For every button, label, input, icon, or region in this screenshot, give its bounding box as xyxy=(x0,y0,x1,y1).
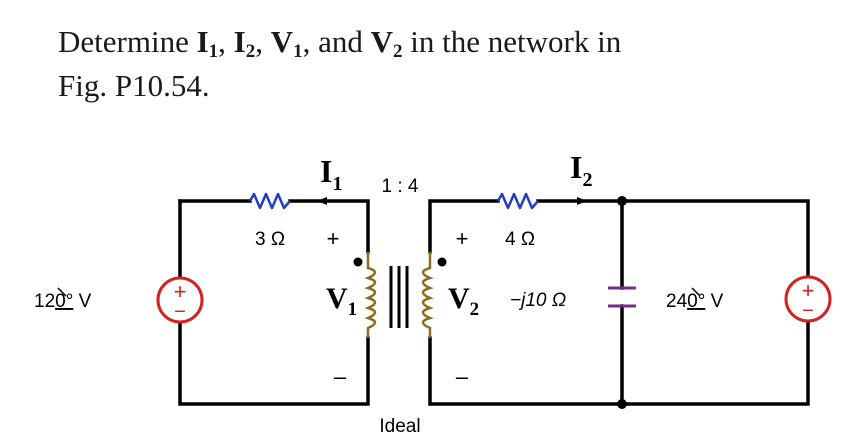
problem-line-1: Determine I1, I2, V1, and V2 in the netw… xyxy=(58,20,818,64)
ideal-transformer-label: Ideal xyxy=(379,416,420,437)
v2-plus-sign: + xyxy=(456,226,469,251)
node-top xyxy=(617,196,627,206)
primary-coil xyxy=(364,252,377,338)
problem-statement: Determine I1, I2, V1, and V2 in the netw… xyxy=(58,20,818,108)
symbol-i2: I2 xyxy=(233,24,256,62)
resistor-4-ohm xyxy=(496,192,539,210)
polarity-dot-secondary xyxy=(437,257,447,267)
problem-text-1: Determine xyxy=(58,24,197,59)
voltage-source-right: + − xyxy=(784,275,832,323)
problem-line-2: Fig. P10.54. xyxy=(58,68,210,103)
resistor-3-ohm xyxy=(248,192,291,210)
source-plus-sign: + xyxy=(802,278,815,303)
resistor-3-label: 3 Ω xyxy=(255,229,285,250)
symbol-v2: V2 xyxy=(370,24,403,62)
v1-minus-sign: – xyxy=(334,364,347,389)
separator: , and xyxy=(302,24,371,59)
capacitor xyxy=(608,286,636,308)
node-bottom xyxy=(617,399,627,409)
problem-text-2: in the network in xyxy=(402,24,622,59)
transformer xyxy=(353,252,447,338)
right-loop-wires xyxy=(428,199,810,406)
v2-label: V2 xyxy=(448,282,479,320)
v1-plus-sign: + xyxy=(327,226,340,251)
source-minus-sign: − xyxy=(802,300,814,322)
resistor-4-label: 4 Ω xyxy=(505,229,535,250)
current-2-label: I2 xyxy=(570,149,592,191)
capacitor-label: −j10 Ω xyxy=(510,290,566,311)
separator: , xyxy=(218,24,234,59)
symbol-v1: V1 xyxy=(270,24,303,62)
polarity-dot-primary xyxy=(353,257,363,267)
source-left-label: 120° V xyxy=(34,291,92,312)
left-loop-wires xyxy=(178,199,370,406)
v2-minus-sign: – xyxy=(456,364,469,389)
angle-slash-right xyxy=(691,287,701,297)
voltage-source-left: + − xyxy=(156,276,204,324)
source-right-label: 240° V xyxy=(666,291,724,312)
symbol-i1: I1 xyxy=(196,24,219,62)
source-minus-sign: − xyxy=(174,301,186,323)
secondary-coil xyxy=(421,252,434,338)
v1-label: V1 xyxy=(326,282,357,320)
angle-slash-left xyxy=(57,287,67,297)
current-1-label: I1 xyxy=(320,153,342,195)
turns-ratio-label: 1 : 4 xyxy=(382,176,419,197)
source-plus-sign: + xyxy=(174,279,187,304)
separator: , xyxy=(255,24,271,59)
